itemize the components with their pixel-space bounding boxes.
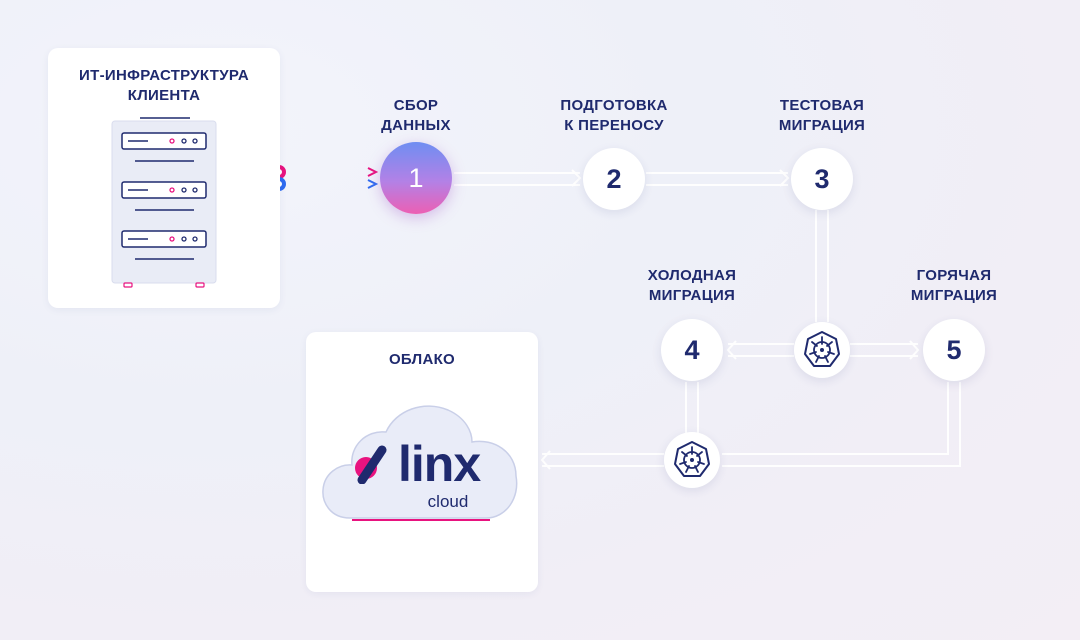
infrastructure-title: ИТ-ИНФРАСТРУКТУРА КЛИЕНТА bbox=[48, 66, 280, 106]
cloud-icon bbox=[322, 405, 518, 521]
connector-5-route-b bbox=[722, 382, 961, 467]
step-1-node: 1 bbox=[380, 142, 452, 214]
infrastructure-title-line1: ИТ-ИНФРАСТРУКТУРА bbox=[79, 67, 249, 84]
connector-5-route-a bbox=[722, 382, 949, 455]
step-4-label: ХОЛОДНАЯ МИГРАЦИЯ bbox=[622, 266, 762, 306]
step-1-label-line1: СБОР bbox=[393, 97, 439, 114]
step-1-label-line2: ДАННЫХ bbox=[381, 117, 451, 134]
server-rack-icon bbox=[111, 117, 217, 288]
arrow-to-3 bbox=[779, 169, 790, 187]
step-5-label: ГОРЯЧАЯ МИГРАЦИЯ bbox=[884, 266, 1024, 306]
step-5-label-line2: МИГРАЦИЯ bbox=[910, 287, 998, 304]
step-3-node: 3 bbox=[791, 148, 853, 210]
cloud-title: ОБЛАКО bbox=[388, 351, 456, 368]
infrastructure-title-line2: КЛИЕНТА bbox=[127, 87, 201, 104]
step-2-label: ПОДГОТОВКА К ПЕРЕНОСУ bbox=[544, 96, 684, 136]
kubernetes-wheel-icon bbox=[664, 432, 720, 488]
step-4-label-line1: ХОЛОДНАЯ bbox=[647, 267, 737, 284]
arrow-to-4 bbox=[726, 340, 737, 360]
linx-logo-icon bbox=[355, 445, 387, 484]
cloud-card: ОБЛАКО linx cloud bbox=[306, 332, 538, 592]
step-4-label-line2: МИГРАЦИЯ bbox=[648, 287, 736, 304]
brand-subtitle: cloud bbox=[427, 492, 469, 511]
step-3-label: ТЕСТОВАЯ МИГРАЦИЯ bbox=[752, 96, 892, 136]
step-5-node: 5 bbox=[923, 319, 985, 381]
step-4-node: 4 bbox=[661, 319, 723, 381]
step-2-node: 2 bbox=[583, 148, 645, 210]
kubernetes-wheel-icon bbox=[794, 322, 850, 378]
step-3-label-line1: ТЕСТОВАЯ bbox=[779, 97, 865, 114]
arrow-to-cloud bbox=[540, 450, 551, 470]
infrastructure-card: ИТ-ИНФРАСТРУКТУРА КЛИЕНТА bbox=[48, 48, 280, 308]
brand-name: linx bbox=[398, 436, 481, 492]
step-2-label-line2: К ПЕРЕНОСУ bbox=[564, 117, 664, 134]
step-3-label-line2: МИГРАЦИЯ bbox=[778, 117, 866, 134]
arrow-to-2 bbox=[571, 169, 582, 187]
step-1-label: СБОР ДАННЫХ bbox=[353, 96, 479, 136]
arrow-to-5 bbox=[909, 340, 920, 360]
step-2-label-line1: ПОДГОТОВКА bbox=[560, 97, 668, 114]
step-5-label-line1: ГОРЯЧАЯ bbox=[916, 267, 992, 284]
